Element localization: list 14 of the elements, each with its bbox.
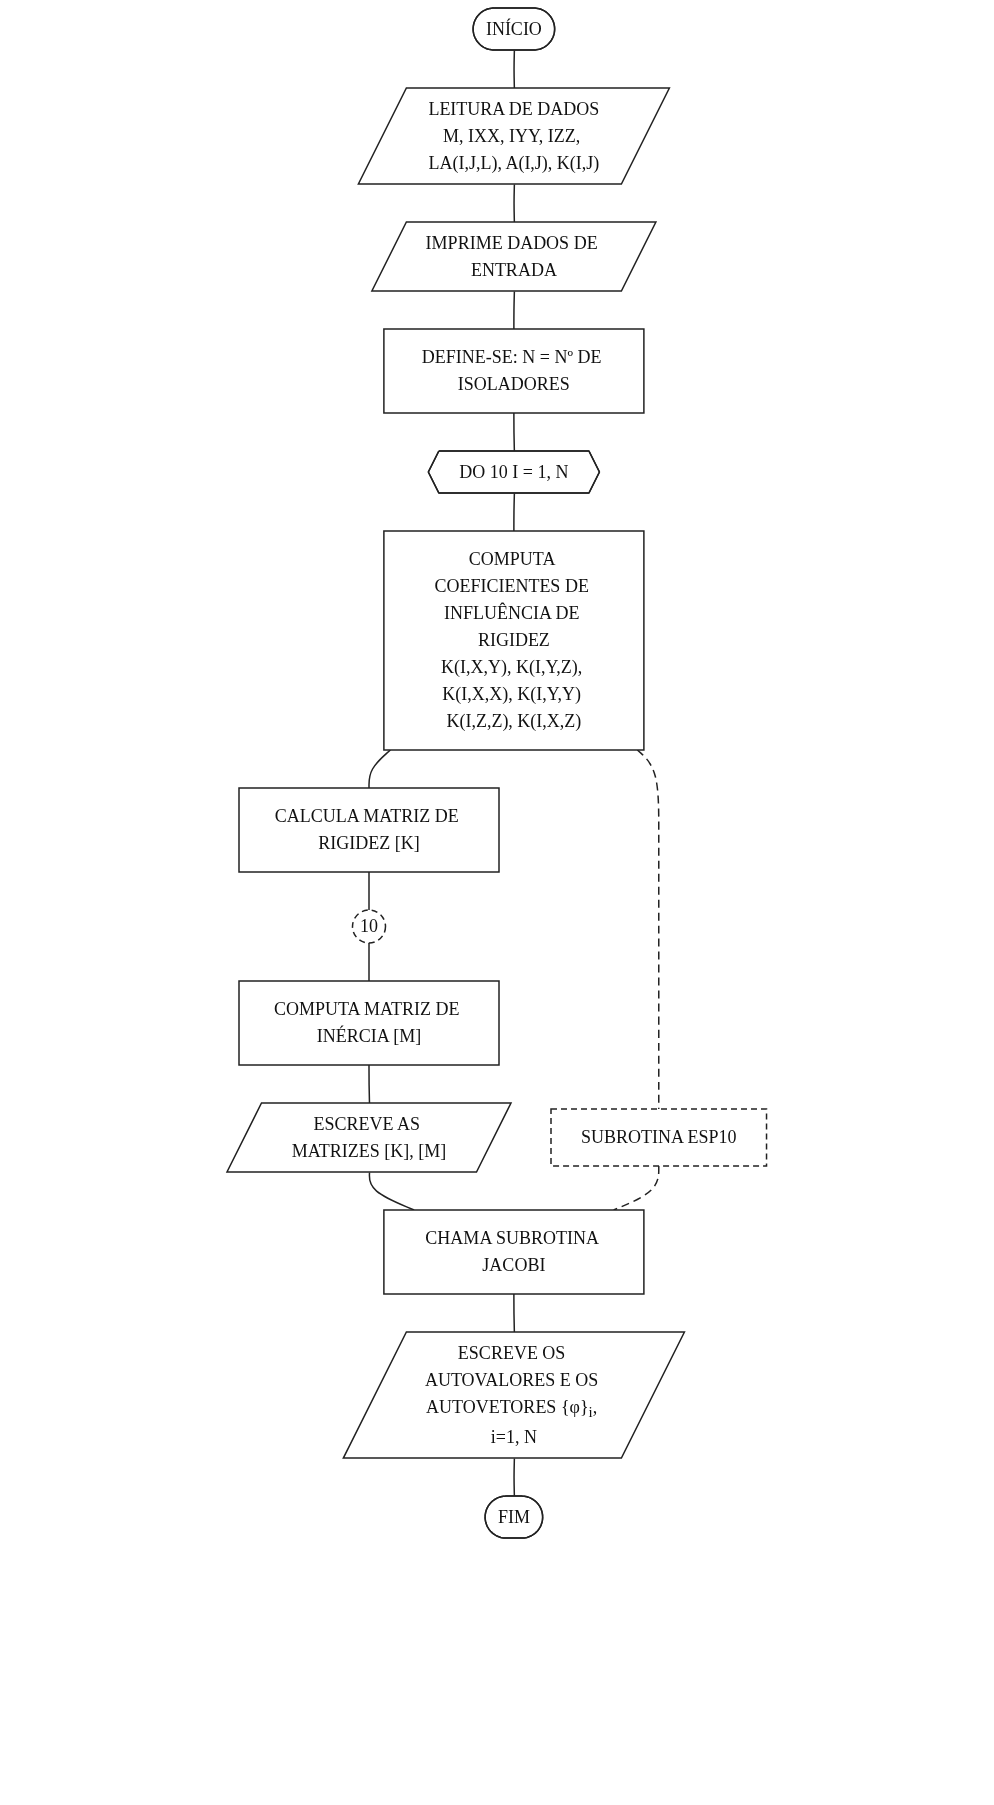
- connector: [636, 749, 660, 1110]
- node-box: CALCULA MATRIZ DE RIGIDEZ [K]: [238, 787, 500, 873]
- node-box: DEFINE-SE: N = Nº DE ISOLADORES: [383, 328, 645, 414]
- node-box: COMPUTA MATRIZ DE INÉRCIA [M]: [238, 980, 500, 1066]
- connector: [613, 1165, 660, 1211]
- node-circle: 10: [352, 909, 387, 944]
- connector: [368, 871, 370, 911]
- node-box: SUBROTINA ESP10: [550, 1108, 768, 1167]
- connector: [368, 942, 370, 982]
- node-box: CHAMA SUBROTINA JACOBI: [383, 1209, 645, 1295]
- connector: [368, 749, 392, 789]
- connector: [513, 492, 516, 532]
- connector: [513, 412, 516, 453]
- node-box: COMPUTA COEFICIENTES DE INFLUÊNCIA DE RIGIDEZ K(I,X,Y), K(I,Y,Z), K(I,X,X), K(I,Y,Y) K(I,Z,Z), K(I,X,Z): [383, 530, 645, 751]
